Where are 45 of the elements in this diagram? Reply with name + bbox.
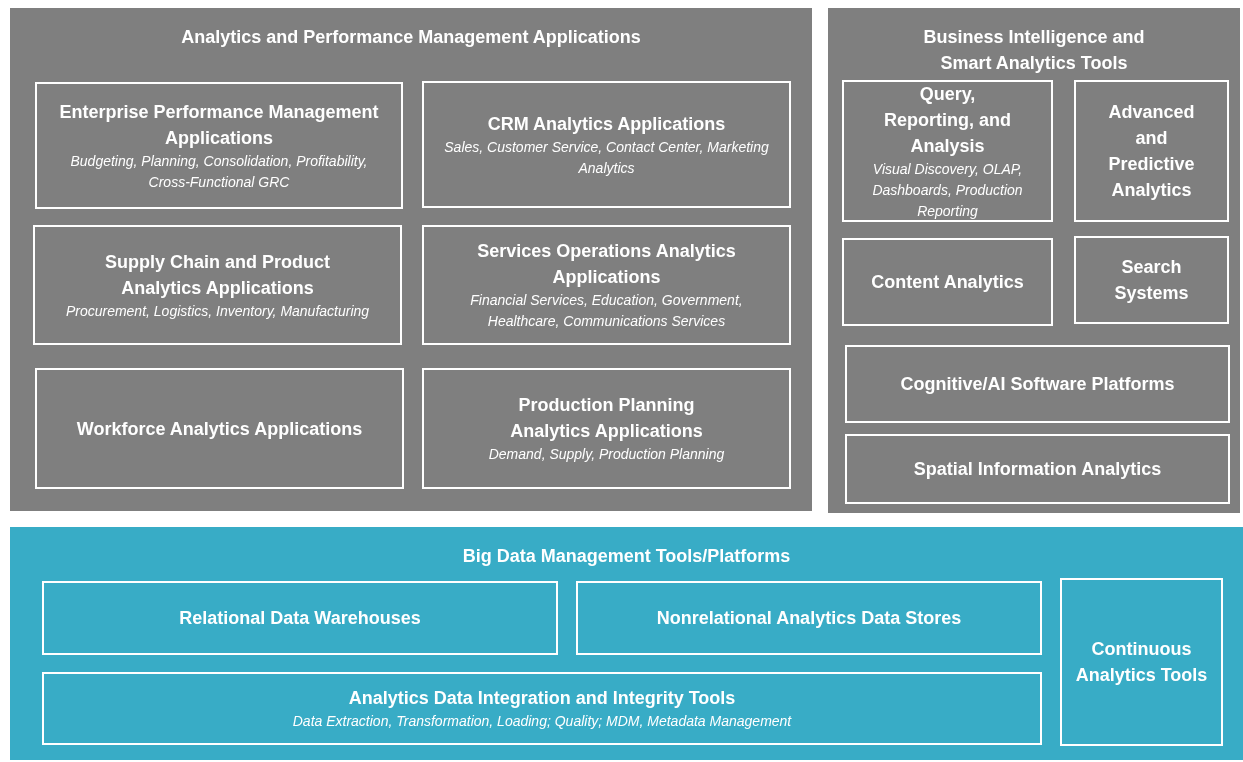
box-description: Financial Services, Education, Government, Healthcare, Communications Services [469, 291, 744, 331]
panel-title: Business Intelligence and Smart Analytics Tools [922, 26, 1146, 75]
category-panel [10, 527, 1243, 760]
panel-title: Analytics and Performance Management Applications [181, 26, 641, 49]
category-box [1074, 236, 1229, 324]
category-box [422, 81, 791, 208]
box-title: Continuous Analytics Tools [1074, 638, 1209, 687]
category-box [422, 368, 791, 489]
box-title: Advanced and Predictive Analytics [1107, 101, 1196, 202]
category-box [35, 82, 403, 209]
box-description: Sales, Customer Service, Contact Center, Marketing Analytics [443, 137, 770, 178]
box-title: Analytics Data Integration and Integrity Tools [348, 687, 736, 710]
category-box [576, 581, 1042, 655]
category-box [1060, 578, 1223, 746]
box-title: CRM Analytics Applications [487, 112, 726, 136]
category-box [33, 225, 402, 345]
box-description: Budgeting, Planning, Consolidation, Profitability, Cross-Functional GRC [69, 151, 369, 192]
box-title: Nonrelational Analytics Data Stores [656, 607, 962, 630]
category-box [42, 672, 1042, 745]
box-title: Spatial Information Analytics [913, 458, 1162, 481]
box-title: Enterprise Performance Management Applications [58, 100, 380, 150]
category-box [422, 225, 791, 345]
box-title: Production Planning Analytics Applications [509, 394, 704, 443]
category-box [842, 238, 1053, 326]
box-title: Supply Chain and Product Analytics Applications [104, 250, 331, 300]
box-description: Data Extraction, Transformation, Loading; Quality; MDM, Metadata Management [292, 712, 792, 731]
panel-title: Big Data Management Tools/Platforms [462, 545, 791, 568]
category-box [845, 434, 1230, 504]
category-panel [10, 8, 812, 511]
box-title: Services Operations Analytics Applications [476, 240, 737, 289]
box-description: Procurement, Logistics, Inventory, Manufacturing [65, 301, 370, 321]
box-title: Workforce Analytics Applications [76, 417, 363, 441]
category-box [35, 368, 404, 489]
box-description: Demand, Supply, Production Planning [488, 445, 725, 464]
category-box [845, 345, 1230, 423]
box-description: Visual Discovery, OLAP, Dashboards, Production Reporting [871, 159, 1024, 221]
category-panel [828, 8, 1240, 513]
box-title: Search Systems [1113, 256, 1190, 305]
box-title: Relational Data Warehouses [179, 607, 421, 630]
box-title: Content Analytics [871, 271, 1024, 294]
box-title: Cognitive/AI Software Platforms [900, 373, 1175, 396]
category-box [1074, 80, 1229, 222]
category-box [842, 80, 1053, 222]
category-box [42, 581, 558, 655]
box-title: Query, Reporting, and Analysis [883, 82, 1012, 158]
